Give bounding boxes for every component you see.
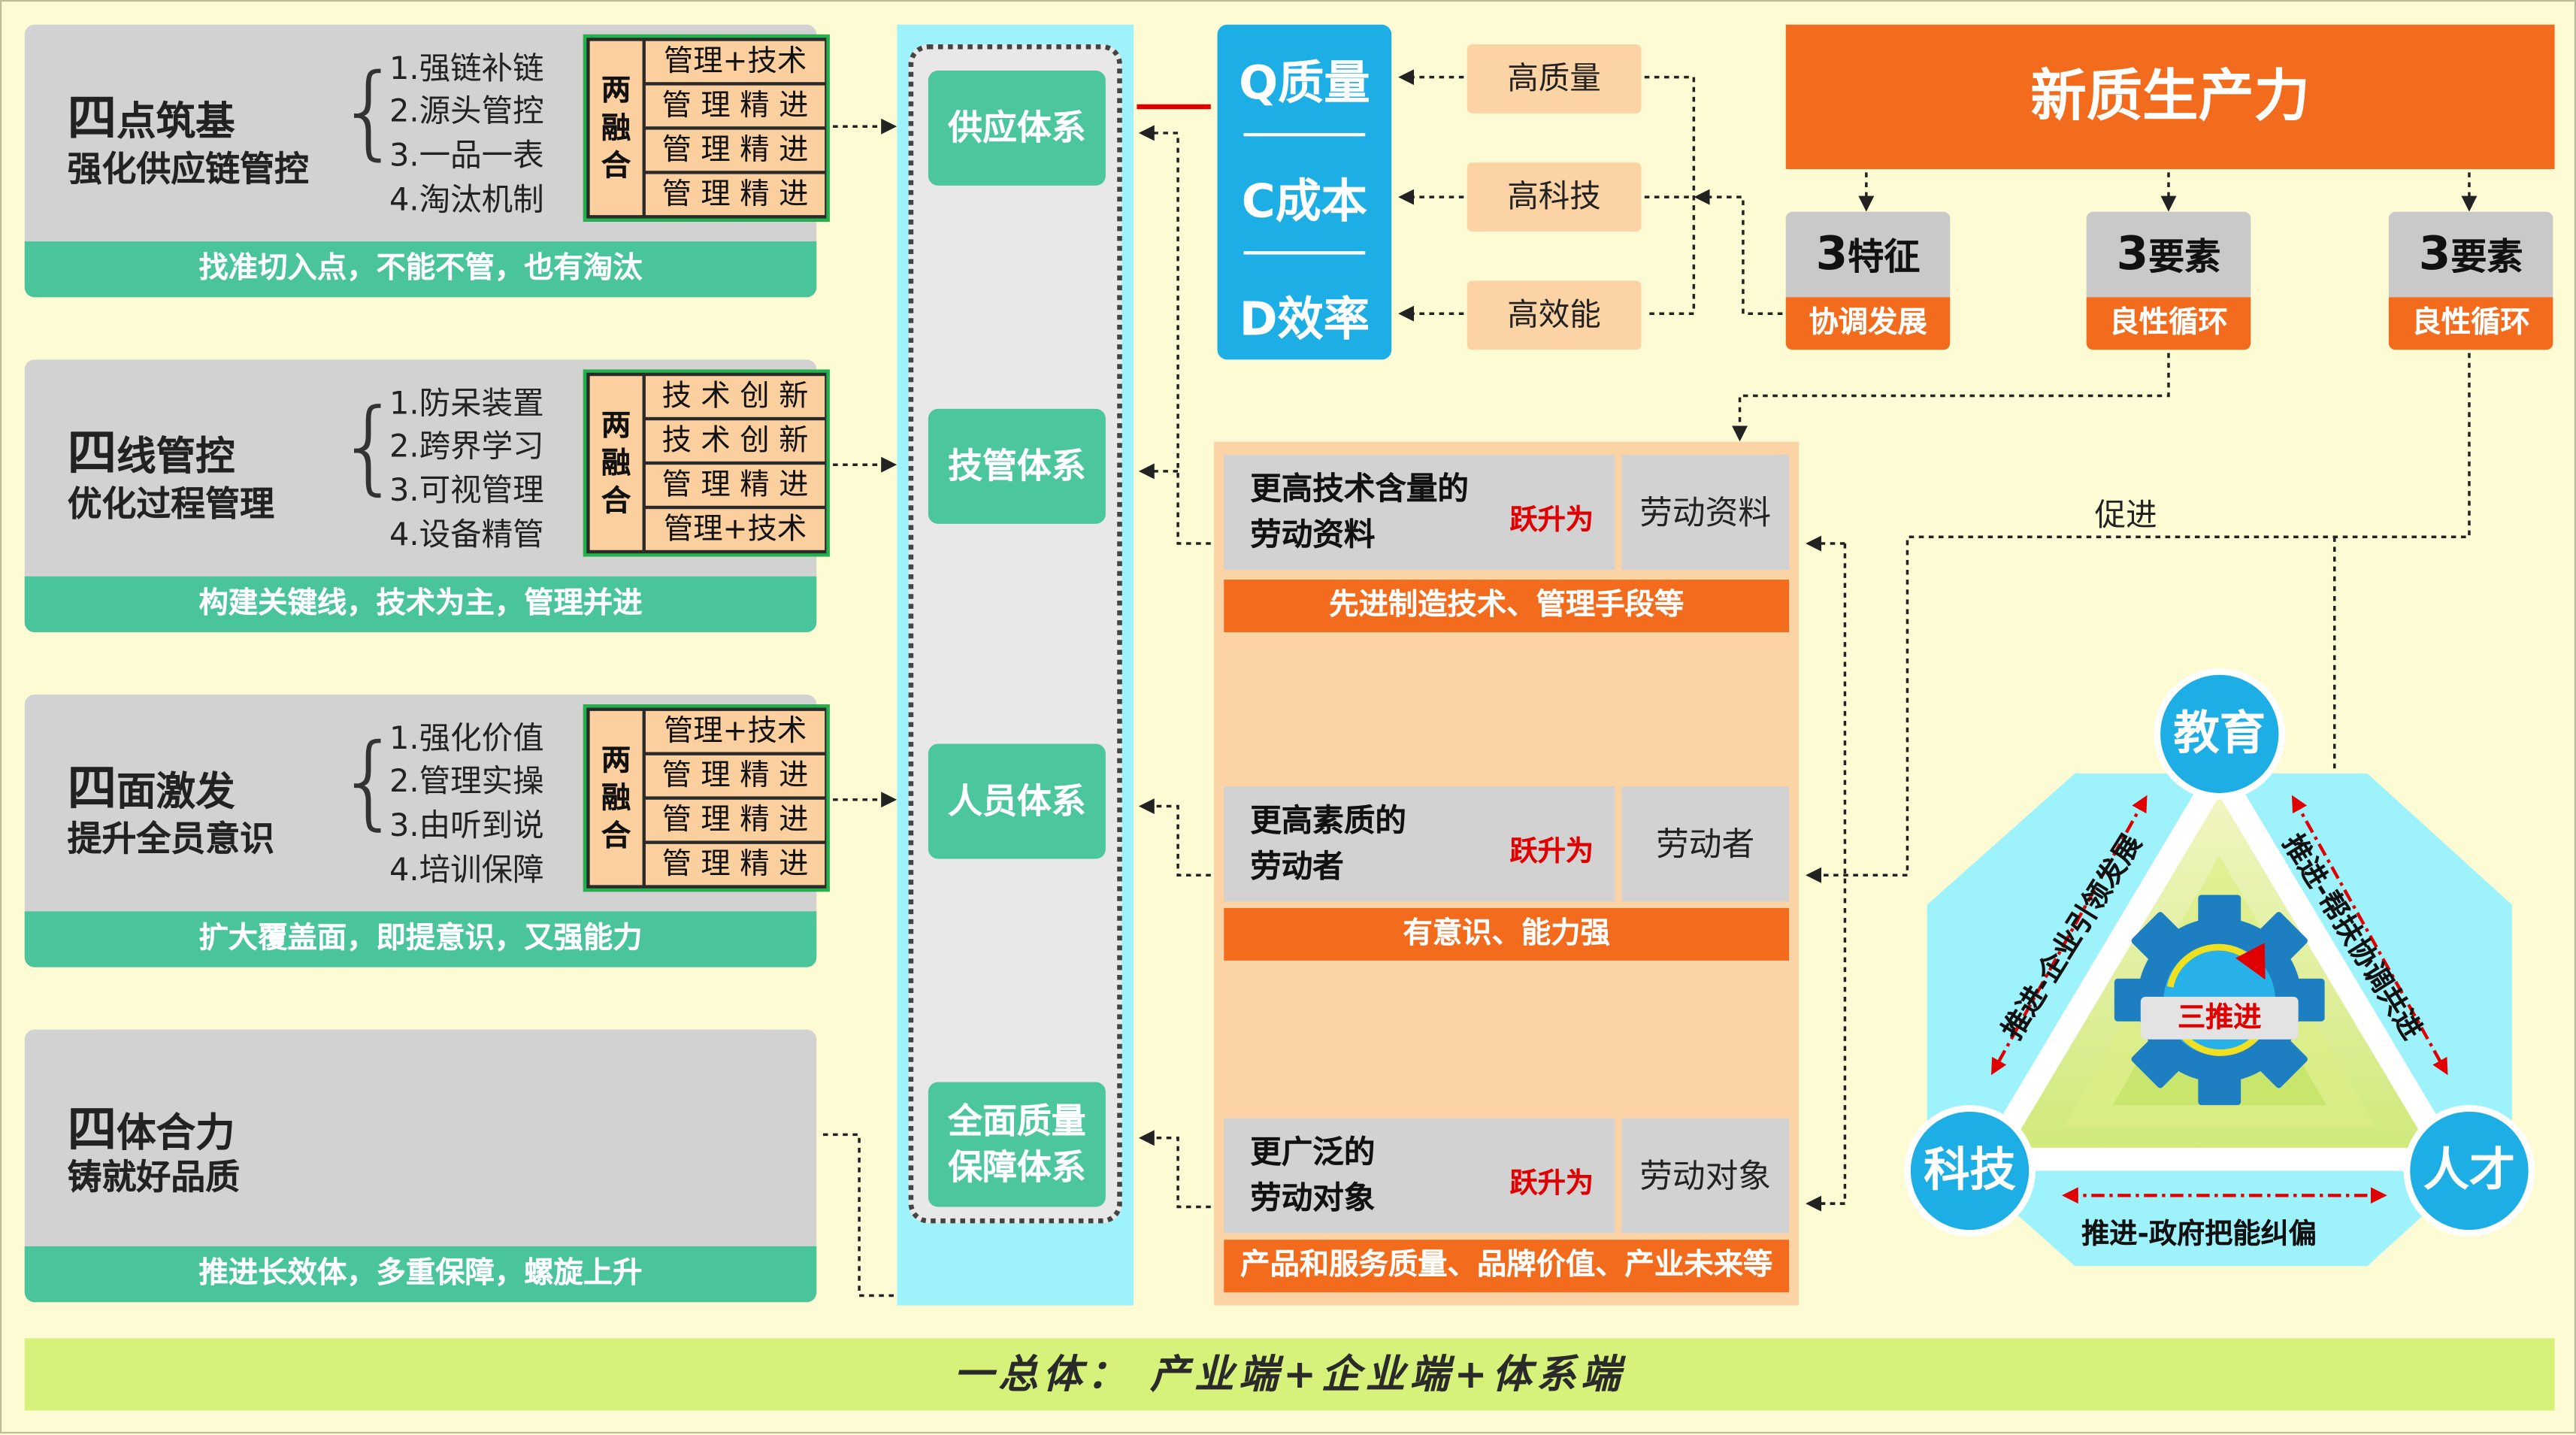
panel-subtitle: 优化过程管理	[67, 484, 274, 524]
fusion-label: 两融合	[589, 41, 643, 216]
card-left: 更高技术含量的劳动资料 跃升为	[1224, 455, 1615, 570]
card-right: 劳动者	[1621, 786, 1790, 902]
fusion-cell: 管理+技术	[645, 509, 825, 550]
card-left: 更高素质的劳动者 跃升为	[1224, 786, 1615, 902]
fusion-label: 两融合	[589, 710, 643, 886]
brace-icon: {	[337, 720, 402, 841]
footer-summary: 一总体： 产业端+企业端+体系端	[24, 1338, 2555, 1411]
fusion-cell: 管理+技术	[645, 41, 825, 83]
panel-summary-bar: 构建关键线，技术为主，管理并进	[24, 576, 817, 633]
list-item: 1.强链补链	[389, 50, 544, 87]
fusion-box: 两融合 技 术 创 新 技 术 创 新 管 理 精 进 管理+技术	[583, 369, 830, 557]
card-right: 劳动资料	[1621, 455, 1790, 570]
list-item: 4.淘汰机制	[389, 182, 544, 219]
node-talent: 人才	[2403, 1105, 2535, 1237]
feature-card: 3要素	[2388, 211, 2553, 298]
system-supply: 供应体系	[928, 70, 1106, 186]
list-item: 1.防呆装置	[389, 386, 544, 422]
system-personnel: 人员体系	[928, 743, 1106, 859]
panel-summary-bar: 推进长效体，多重保障，螺旋上升	[24, 1246, 817, 1303]
card-line: 劳动对象	[1250, 1180, 1376, 1217]
qcd-efficiency: D效率	[1239, 292, 1370, 347]
list-item: 3.可视管理	[389, 473, 544, 510]
fusion-cell: 管 理 精 进	[645, 85, 825, 127]
list-item: 3.由听到说	[389, 807, 544, 844]
brace-icon: {	[337, 50, 402, 171]
panel-subtitle: 铸就好品质	[67, 1158, 241, 1197]
fusion-box: 两融合 管理+技术 管 理 精 进 管 理 精 进 管 理 精 进	[583, 704, 830, 892]
fusion-cell: 管 理 精 进	[645, 755, 825, 797]
qcd-quality: Q质量	[1239, 56, 1370, 111]
node-technology: 科技	[1904, 1105, 2036, 1237]
fusion-cell: 技 术 创 新	[645, 376, 825, 417]
node-education: 教育	[2154, 668, 2286, 800]
feature-card: 3特征	[1785, 211, 1951, 298]
feature-card: 3要素	[2086, 211, 2251, 298]
panel-summary-bar: 找准切入点，不能不管，也有淘汰	[24, 241, 817, 298]
feature-subtitle: 协调发展	[1785, 297, 1951, 350]
productivity-banner: 新质生产力	[1785, 24, 2555, 169]
feature-subtitle: 良性循环	[2086, 297, 2251, 350]
leap-label: 跃升为	[1509, 835, 1594, 869]
panel-title: 四面激发	[67, 760, 235, 818]
panel-title: 四线管控	[67, 425, 235, 483]
brace-icon: {	[337, 386, 402, 506]
panel-title: 四体合力	[67, 1101, 235, 1160]
card-line: 更高技术含量的	[1250, 471, 1469, 507]
card-line: 更高素质的	[1250, 803, 1406, 840]
list-item: 2.管理实操	[389, 763, 544, 800]
fusion-cell: 管 理 精 进	[645, 799, 825, 841]
card-left: 更广泛的劳动对象 跃升为	[1224, 1118, 1615, 1234]
feature-subtitle: 良性循环	[2388, 297, 2553, 350]
card-line: 劳动资料	[1250, 517, 1376, 554]
list-item: 4.培训保障	[389, 852, 544, 889]
high-efficiency-box: 高效能	[1467, 280, 1642, 350]
fusion-cell: 管 理 精 进	[645, 129, 825, 171]
system-quality-assurance: 全面质量保障体系	[928, 1082, 1106, 1207]
system-tech-management: 技管体系	[928, 408, 1106, 524]
fusion-box: 两融合 管理+技术 管 理 精 进 管 理 精 进 管 理 精 进	[583, 34, 830, 222]
triangle-bottom-side-label: 推进-政府把能纠偏	[2081, 1218, 2317, 1252]
leap-label: 跃升为	[1509, 504, 1594, 537]
qcd-block	[1217, 24, 1392, 360]
high-tech-box: 高科技	[1467, 162, 1642, 232]
center-label: 三推进	[2140, 996, 2299, 1040]
card-bar: 先进制造技术、管理手段等	[1224, 580, 1790, 633]
card-line: 更广泛的	[1250, 1134, 1376, 1171]
qcd-cost: C成本	[1241, 174, 1368, 229]
fusion-cell: 管 理 精 进	[645, 465, 825, 506]
panel-summary-bar: 扩大覆盖面，即提意识，又强能力	[24, 911, 817, 967]
card-line: 劳动者	[1250, 849, 1344, 886]
list-item: 3.一品一表	[389, 138, 544, 174]
fusion-cell: 管理+技术	[645, 710, 825, 752]
fusion-cell: 技 术 创 新	[645, 420, 825, 462]
list-item: 4.设备精管	[389, 517, 544, 554]
panel-subtitle: 提升全员意识	[67, 819, 274, 859]
panel-subtitle: 强化供应链管控	[67, 149, 309, 189]
card-bar: 产品和服务质量、品牌价值、产业未来等	[1224, 1240, 1790, 1293]
systems-frame	[908, 44, 1122, 1224]
list-item: 2.跨界学习	[389, 428, 544, 465]
card-right: 劳动对象	[1621, 1118, 1790, 1234]
list-item: 2.源头管控	[389, 93, 544, 130]
card-bar: 有意识、能力强	[1224, 907, 1790, 961]
fusion-label: 两融合	[589, 376, 643, 550]
promote-label: 促进	[2094, 497, 2157, 534]
panel-title: 四点筑基	[67, 90, 235, 148]
high-quality-box: 高质量	[1467, 44, 1642, 114]
fusion-cell: 管 理 精 进	[645, 174, 825, 216]
list-item: 1.强化价值	[389, 720, 544, 758]
fusion-cell: 管 理 精 进	[645, 843, 825, 886]
leap-label: 跃升为	[1509, 1167, 1594, 1200]
